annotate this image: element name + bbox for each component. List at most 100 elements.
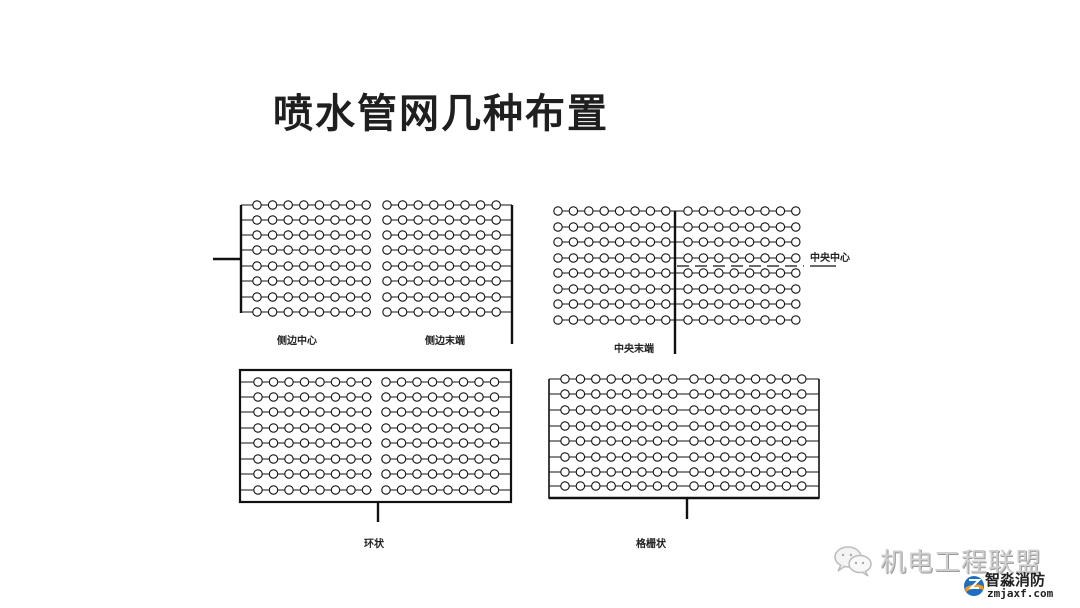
- sprinkler-head-icon: [382, 245, 392, 255]
- main-loop: [548, 379, 820, 499]
- sprinkler-head-icon: [560, 436, 570, 446]
- sprinkler-head-icon: [253, 485, 263, 495]
- sprinkler-head-icon: [720, 452, 730, 462]
- sprinkler-head-icon: [381, 485, 391, 495]
- sprinkler-head-icon: [735, 452, 745, 462]
- sprinkler-head-icon: [720, 436, 730, 446]
- sprinkler-head-icon: [413, 230, 423, 240]
- sprinkler-head-icon: [614, 315, 625, 325]
- sprinkler-head-icon: [781, 481, 792, 491]
- watermark-text: 机电工程联盟: [880, 548, 1043, 578]
- sprinkler-head-icon: [330, 230, 340, 240]
- sprinkler-head-icon: [268, 469, 279, 479]
- sprinkler-head-icon: [443, 377, 453, 387]
- sprinkler-head-icon: [781, 467, 792, 477]
- sprinkler-head-icon: [382, 200, 392, 210]
- sprinkler-head-icon: [315, 392, 325, 402]
- sprinkler-head-icon: [475, 276, 486, 286]
- sprinkler-head-icon: [346, 377, 356, 387]
- sprinkler-head-icon: [489, 423, 500, 433]
- sprinkler-head-icon: [630, 237, 640, 247]
- sprinkler-head-icon: [443, 485, 453, 495]
- sprinkler-head-icon: [781, 389, 792, 399]
- sprinkler-head-icon: [791, 253, 801, 263]
- sprinkler-head-icon: [396, 377, 407, 387]
- sprinkler-head-icon: [314, 200, 325, 210]
- sprinkler-head-icon: [299, 307, 309, 317]
- sprinkler-head-icon: [283, 230, 293, 240]
- diagram-label-side-center: 侧边中心: [277, 336, 317, 347]
- sprinkler-head-icon: [652, 436, 663, 446]
- sprinkler-head-icon: [575, 436, 586, 446]
- sprinkler-head-icon: [345, 276, 356, 286]
- sprinkler-head-icon: [575, 389, 586, 399]
- sprinkler-head-icon: [744, 284, 755, 294]
- sprinkler-head-icon: [381, 454, 391, 464]
- sprinkler-head-icon: [444, 215, 455, 225]
- sprinkler-head-icon: [553, 222, 563, 232]
- sprinkler-head-icon: [443, 392, 453, 402]
- sprinkler-head-icon: [750, 467, 761, 477]
- sprinkler-head-icon: [766, 436, 776, 446]
- sprinkler-head-icon: [427, 454, 438, 464]
- sprinkler-head-icon: [668, 405, 678, 415]
- sprinkler-head-icon: [474, 438, 484, 448]
- sprinkler-head-icon: [791, 222, 801, 232]
- sprinkler-head-icon: [714, 206, 724, 216]
- sprinkler-head-icon: [760, 222, 770, 232]
- sprinkler-head-icon: [704, 405, 715, 415]
- sprinkler-head-icon: [444, 200, 455, 210]
- sprinkler-head-icon: [714, 268, 724, 278]
- sprinkler-head-icon: [427, 485, 438, 495]
- sprinkler-head-icon: [283, 215, 293, 225]
- sprinkler-head-icon: [553, 268, 563, 278]
- sprinkler-head-icon: [361, 245, 371, 255]
- sprinkler-head-icon: [704, 389, 715, 399]
- sprinkler-head-icon: [575, 452, 586, 462]
- sprinkler-head-icon: [460, 245, 470, 255]
- sprinkler-head-icon: [283, 292, 293, 302]
- sprinkler-head-icon: [345, 200, 356, 210]
- sprinkler-head-icon: [299, 485, 310, 495]
- sprinkler-head-icon: [791, 299, 801, 309]
- sprinkler-head-icon: [714, 284, 724, 294]
- sprinkler-head-icon: [475, 307, 486, 317]
- sprinkler-head-icon: [584, 299, 594, 309]
- sprinkler-head-icon: [797, 481, 807, 491]
- sprinkler-head-icon: [345, 292, 356, 302]
- sprinkler-head-icon: [599, 206, 609, 216]
- sprinkler-head-icon: [284, 423, 294, 433]
- sprinkler-head-icon: [252, 307, 262, 317]
- sprinkler-head-icon: [314, 307, 325, 317]
- sprinkler-head-icon: [474, 454, 484, 464]
- sprinkler-head-icon: [775, 268, 786, 278]
- sprinkler-head-icon: [489, 485, 500, 495]
- sprinkler-head-icon: [299, 377, 310, 387]
- sprinkler-head-icon: [253, 423, 263, 433]
- sprinkler-head-icon: [284, 377, 294, 387]
- sprinkler-head-icon: [689, 421, 699, 431]
- sprinkler-head-icon: [268, 423, 279, 433]
- sprinkler-head-icon: [560, 421, 570, 431]
- sprinkler-head-icon: [775, 206, 786, 216]
- sprinkler-head-icon: [361, 454, 372, 464]
- sprinkler-head-icon: [621, 436, 632, 446]
- sprinkler-head-icon: [330, 261, 340, 271]
- sprinkler-head-icon: [599, 268, 609, 278]
- sprinkler-head-icon: [460, 292, 470, 302]
- sprinkler-head-icon: [637, 405, 647, 415]
- sprinkler-head-icon: [413, 276, 423, 286]
- sprinkler-head-icon: [591, 452, 601, 462]
- sprinkler-head-icon: [720, 481, 730, 491]
- sprinkler-head-icon: [444, 292, 455, 302]
- sprinkler-head-icon: [591, 421, 601, 431]
- diagram-central-end: [553, 206, 801, 354]
- sprinkler-head-icon: [345, 245, 356, 255]
- sprinkler-head-icon: [444, 276, 455, 286]
- sprinkler-head-icon: [591, 389, 601, 399]
- sprinkler-head-icon: [458, 392, 469, 402]
- sprinkler-head-icon: [412, 392, 422, 402]
- sprinkler-head-icon: [599, 284, 609, 294]
- sprinkler-head-icon: [750, 436, 761, 446]
